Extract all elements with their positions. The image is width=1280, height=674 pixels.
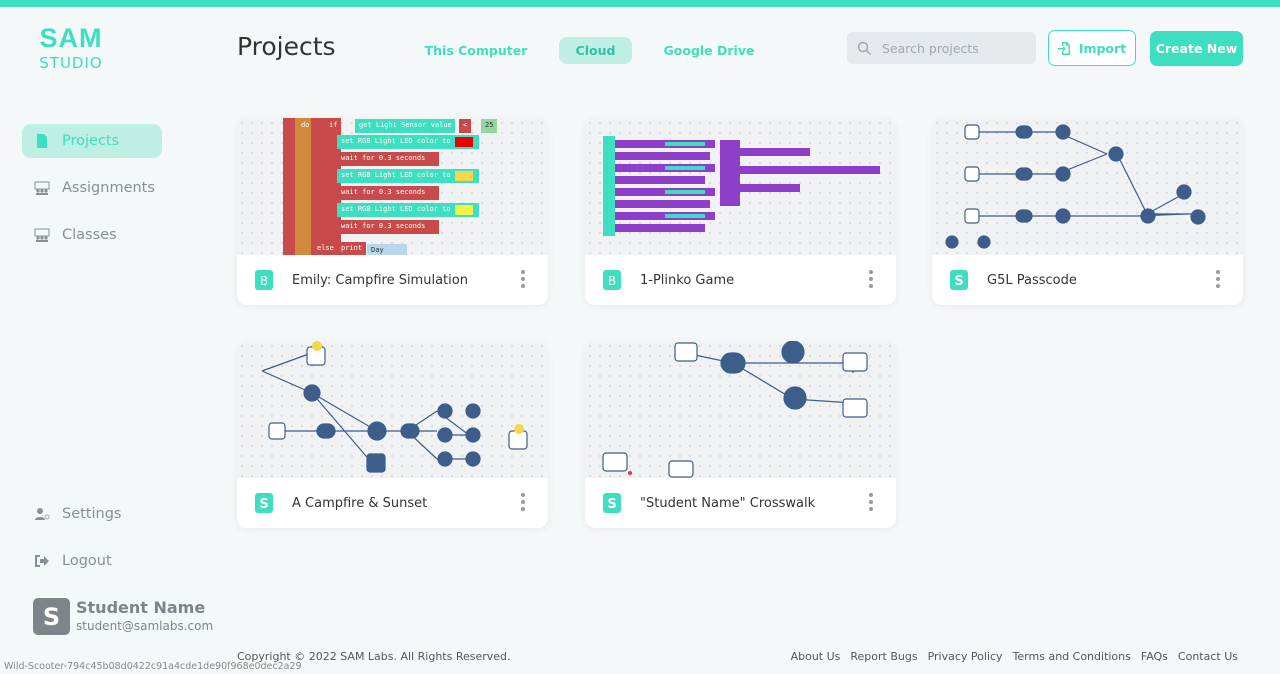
import-label: Import — [1078, 40, 1127, 56]
project-card[interactable]: S G5L Passcode — [932, 118, 1243, 305]
svg-text:B: B — [260, 274, 268, 288]
user-name: Student Name — [76, 598, 206, 617]
avatar: S — [33, 598, 70, 635]
project-card[interactable]: S A Campfire & Sunset — [237, 341, 548, 528]
svg-text:S: S — [259, 497, 268, 512]
tab-google-drive[interactable]: Google Drive — [663, 43, 755, 58]
user-profile[interactable]: S Student Name student@samlabs.com — [33, 598, 213, 635]
project-thumbnail — [585, 341, 896, 478]
top-accent-bar — [0, 0, 1280, 7]
svg-text:S: S — [954, 274, 963, 289]
sam-project-icon: S — [255, 493, 273, 513]
footer-link-about[interactable]: About Us — [790, 650, 841, 663]
code-text: if — [329, 121, 338, 129]
project-card[interactable]: B 1-Plinko Game — [585, 118, 896, 305]
color-swatch — [455, 171, 473, 181]
sidebar-item-label: Assignments — [62, 180, 155, 196]
code-text: get Light Sensor value — [355, 119, 455, 133]
more-options-icon[interactable] — [868, 270, 874, 288]
color-swatch — [455, 137, 473, 147]
search-input[interactable]: Search projects — [847, 32, 1036, 64]
code-text: do — [301, 121, 310, 129]
create-new-button[interactable]: Create New — [1150, 31, 1243, 66]
project-thumbnail — [932, 118, 1243, 255]
wait-block: wait for 0.3 seconds — [337, 152, 439, 166]
code-text: 25 — [481, 119, 498, 133]
code-text: print — [337, 242, 367, 255]
node-graph-preview — [261, 341, 528, 473]
set-led-block: set RGB Light LED color to — [337, 169, 479, 183]
footer-links: About Us Report Bugs Privacy Policy Term… — [791, 650, 1238, 663]
footer-link-faqs[interactable]: FAQs — [1140, 650, 1168, 663]
page-title: Projects — [237, 32, 336, 61]
more-options-icon[interactable] — [1215, 270, 1221, 288]
sidebar-item-settings[interactable]: Settings — [22, 497, 162, 531]
sam-studio-logo[interactable]: SAM STUDIO — [36, 24, 106, 72]
blockly-project-icon: B — [255, 270, 273, 290]
sidebar-item-label: Classes — [62, 227, 117, 243]
code-text: < — [459, 119, 472, 133]
project-card[interactable]: do if get Light Sensor value < 25 set RG… — [237, 118, 548, 305]
user-email: student@samlabs.com — [76, 619, 214, 633]
sidebar-item-projects[interactable]: Projects — [22, 124, 162, 158]
sam-project-icon: S — [603, 493, 621, 513]
set-led-block: set RGB Light LED color to — [337, 135, 479, 149]
project-thumbnail — [237, 341, 548, 478]
color-swatch — [455, 205, 473, 215]
search-placeholder: Search projects — [882, 40, 979, 56]
classroom-icon — [34, 228, 50, 242]
tab-cloud[interactable]: Cloud — [559, 37, 632, 64]
footer-link-terms[interactable]: Terms and Conditions — [1012, 650, 1131, 663]
blockly-project-icon: B — [603, 270, 621, 290]
project-name: "Student Name" Crosswalk — [640, 495, 816, 511]
project-name: Emily: Campfire Simulation — [292, 272, 468, 288]
node-graph-preview — [945, 124, 1206, 249]
more-options-icon[interactable] — [520, 493, 526, 511]
project-thumbnail — [585, 118, 896, 255]
more-options-icon[interactable] — [868, 493, 874, 511]
classroom-icon — [34, 181, 50, 195]
build-id: Wild-Scooter-794c45b08d0422c91a4cde1de90… — [4, 661, 302, 672]
node-graph-preview — [602, 341, 868, 478]
svg-text:S: S — [607, 497, 616, 512]
code-text: Day — [367, 244, 407, 255]
tab-this-computer[interactable]: This Computer — [424, 43, 528, 58]
sidebar-item-label: Settings — [62, 506, 122, 522]
project-name: 1-Plinko Game — [640, 272, 735, 288]
footer-link-privacy[interactable]: Privacy Policy — [927, 650, 1003, 663]
logo-subtext: STUDIO — [39, 54, 103, 72]
footer-link-report-bugs[interactable]: Report Bugs — [850, 650, 918, 663]
code-text: else — [317, 244, 334, 252]
project-card[interactable]: S "Student Name" Crosswalk — [585, 341, 896, 528]
project-thumbnail: do if get Light Sensor value < 25 set RG… — [237, 118, 548, 255]
footer-link-contact[interactable]: Contact Us — [1177, 650, 1238, 663]
user-gear-icon — [35, 508, 50, 520]
search-icon — [857, 41, 872, 55]
project-name: A Campfire & Sunset — [292, 495, 428, 511]
logo-text: SAM — [39, 23, 103, 53]
sam-project-icon: S — [950, 270, 968, 290]
sidebar-item-assignments[interactable]: Assignments — [22, 171, 162, 205]
sidebar-item-label: Logout — [62, 553, 112, 569]
import-icon — [1057, 41, 1070, 55]
copyright: Copyright © 2022 SAM Labs. All Rights Re… — [237, 650, 511, 663]
more-options-icon[interactable] — [520, 270, 526, 288]
code-blocks-preview — [603, 136, 880, 236]
project-name: G5L Passcode — [987, 272, 1077, 288]
file-icon — [37, 134, 47, 148]
sidebar-item-label: Projects — [62, 133, 120, 149]
wait-block: wait for 0.3 seconds — [337, 220, 439, 234]
set-led-block: set RGB Light LED color to — [337, 203, 479, 217]
wait-block: wait for 0.3 seconds — [337, 186, 439, 200]
sidebar-item-classes[interactable]: Classes — [22, 218, 162, 252]
import-button[interactable]: Import — [1048, 30, 1136, 66]
logout-icon — [35, 555, 49, 567]
svg-text:B: B — [608, 274, 616, 288]
sidebar-item-logout[interactable]: Logout — [22, 544, 162, 578]
